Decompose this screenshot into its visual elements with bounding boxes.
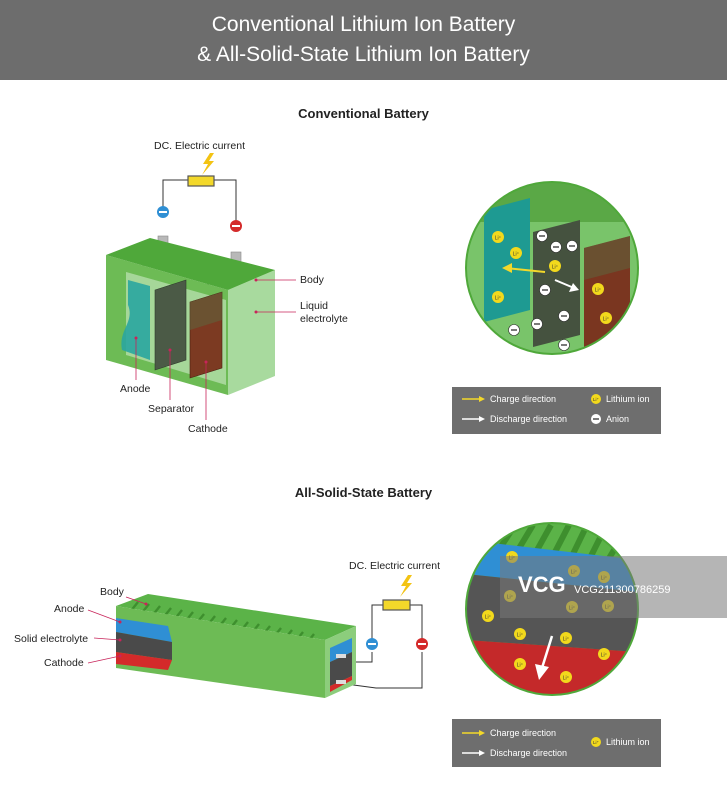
svg-text:Li⁺: Li⁺ xyxy=(517,663,524,669)
lightning-bolt-icon-2 xyxy=(400,575,412,597)
solid-label-anode: Anode xyxy=(54,603,85,615)
solid-current-label: DC. Electric current xyxy=(349,560,441,572)
watermark-panel xyxy=(500,556,727,618)
label-liquid-line-1: Liquid xyxy=(300,300,329,312)
solid-label-electrolyte: Solid electrolyte xyxy=(14,633,89,645)
conventional-legend xyxy=(452,387,661,434)
wire-negative xyxy=(162,179,188,210)
solid-legend-lithium-ion: Lithium ion xyxy=(606,737,650,747)
legend-discharge-direction: Discharge direction xyxy=(490,414,568,424)
conventional-current-label: DC. Electric current xyxy=(154,140,246,152)
svg-text:Li⁺: Li⁺ xyxy=(563,676,570,682)
svg-text:Li⁺: Li⁺ xyxy=(517,633,524,639)
svg-text:Li⁺: Li⁺ xyxy=(495,236,502,242)
page-title-line-1: Conventional Lithium Ion Battery xyxy=(211,13,516,36)
separator-plate xyxy=(154,279,187,371)
solid-label-body: Body xyxy=(100,586,124,598)
svg-text:Li⁺: Li⁺ xyxy=(513,252,520,258)
resistor-icon xyxy=(187,175,215,187)
legend-anion: Anion xyxy=(606,414,630,424)
label-body: Body xyxy=(300,274,324,286)
solid-battery-top xyxy=(116,594,356,640)
battery-body-side xyxy=(228,270,275,395)
legend-charge-direction: Charge direction xyxy=(490,394,557,404)
solid-legend-discharge-direction: Discharge direction xyxy=(490,748,568,758)
svg-text:Li⁺: Li⁺ xyxy=(593,397,600,402)
legend-lithium-ion: Lithium ion xyxy=(606,394,650,404)
svg-text:Li⁺: Li⁺ xyxy=(563,637,570,643)
solid-cathode-layer xyxy=(116,652,172,670)
label-anode: Anode xyxy=(120,383,151,395)
svg-text:Li⁺: Li⁺ xyxy=(495,296,502,302)
lithium-ion-icons: Li⁺ Li⁺ Li⁺ Li⁺ Li⁺ Li⁺ xyxy=(492,231,612,324)
svg-text:Li⁺: Li⁺ xyxy=(595,288,602,294)
watermark-id: VCG211300786259 xyxy=(574,584,671,596)
solid-label-cathode: Cathode xyxy=(44,657,84,669)
anode-electrode xyxy=(121,280,150,360)
svg-text:Li⁺: Li⁺ xyxy=(552,265,559,271)
watermark-logo: VCG xyxy=(518,572,566,597)
svg-text:Li⁺: Li⁺ xyxy=(485,615,492,621)
svg-text:Li⁺: Li⁺ xyxy=(601,653,608,659)
solid-state-legend xyxy=(452,719,661,767)
svg-text:Li⁺: Li⁺ xyxy=(603,317,610,323)
conventional-section-title: Conventional Battery xyxy=(298,106,429,121)
wire-positive xyxy=(214,179,237,220)
title-banner xyxy=(0,0,727,80)
page-title-line-2: & All-Solid-State Lithium Ion Battery xyxy=(197,43,530,66)
solid-electrolyte-layer xyxy=(116,632,172,660)
svg-text:Li⁺: Li⁺ xyxy=(593,740,600,745)
lightning-bolt-icon xyxy=(202,153,214,175)
solid-state-section-title: All-Solid-State Battery xyxy=(294,485,433,500)
resistor-icon-2 xyxy=(382,599,411,611)
solid-legend-charge-direction: Charge direction xyxy=(490,728,557,738)
label-separator: Separator xyxy=(148,403,195,415)
anion-icons xyxy=(508,230,578,351)
label-cathode: Cathode xyxy=(188,423,228,435)
battery-body-top xyxy=(106,238,275,290)
label-liquid-line-2: electrolyte xyxy=(300,313,348,325)
solid-anode-layer xyxy=(116,618,172,642)
